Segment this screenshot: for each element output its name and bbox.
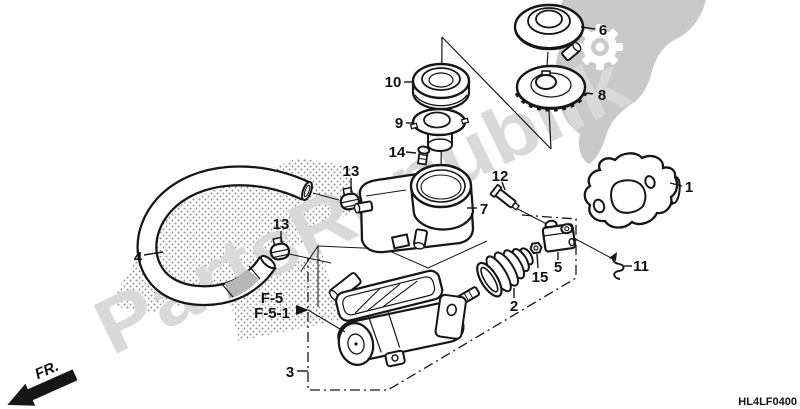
part-label-6: 6 (599, 22, 607, 39)
part-label-10: 10 (385, 74, 402, 91)
reservoir-hose-spigot (353, 200, 374, 214)
drawing-code: HL4LF0400 (738, 396, 797, 408)
part-label-5: 5 (554, 259, 562, 276)
part-label-13-upper: 13 (343, 163, 360, 180)
part-13-clamp-lower (269, 236, 291, 261)
part-3-master-cylinder (328, 269, 481, 368)
hose-sleeve (224, 268, 260, 299)
part-15-nut (529, 241, 543, 255)
reservoir-outlet (413, 228, 428, 250)
part-4-hose (136, 165, 313, 307)
frame-ref-f5: F-5 (261, 290, 284, 307)
part-10-cap-ring (411, 62, 471, 111)
part-label-15: 15 (532, 269, 549, 286)
part-label-12: 12 (492, 168, 509, 185)
gear-icon (577, 24, 623, 70)
part-label-13-lower: 13 (273, 216, 290, 233)
part-7-reservoir (353, 163, 475, 254)
part-5-rod-joint (541, 219, 577, 253)
part-label-11: 11 (633, 258, 649, 275)
part-6-reservoir-cap (513, 3, 585, 62)
cylinder-cover (335, 269, 444, 322)
part-label-14: 14 (389, 144, 406, 161)
dashed-boundary (307, 214, 577, 391)
part-label-1: 1 (685, 179, 693, 196)
part-14-screw (416, 145, 431, 166)
front-direction-indicator: FR. (7, 358, 78, 406)
part-12-pin (489, 184, 521, 211)
part-11-clip (609, 252, 625, 280)
part-label-3: 3 (286, 364, 294, 381)
front-direction-arrow-icon (7, 369, 78, 406)
frame-ref-arrow (296, 305, 346, 333)
mount-ear (384, 349, 406, 368)
part-label-8: 8 (598, 87, 606, 104)
cap-spout (561, 41, 582, 62)
frame-ref-f5-1: F-5-1 (254, 305, 290, 322)
part-label-4: 4 (134, 249, 143, 266)
part-label-7: 7 (480, 201, 488, 218)
part-2-boot (476, 247, 534, 298)
part-label-9: 9 (395, 115, 403, 132)
part-1-flange (583, 152, 681, 229)
part-8-diaphragm-cap (514, 64, 588, 112)
assembly-lines (288, 36, 614, 307)
rod-mount (434, 293, 467, 340)
part-label-2: 2 (510, 298, 518, 315)
brand-logo (556, 0, 706, 164)
leader-lines (143, 26, 683, 372)
